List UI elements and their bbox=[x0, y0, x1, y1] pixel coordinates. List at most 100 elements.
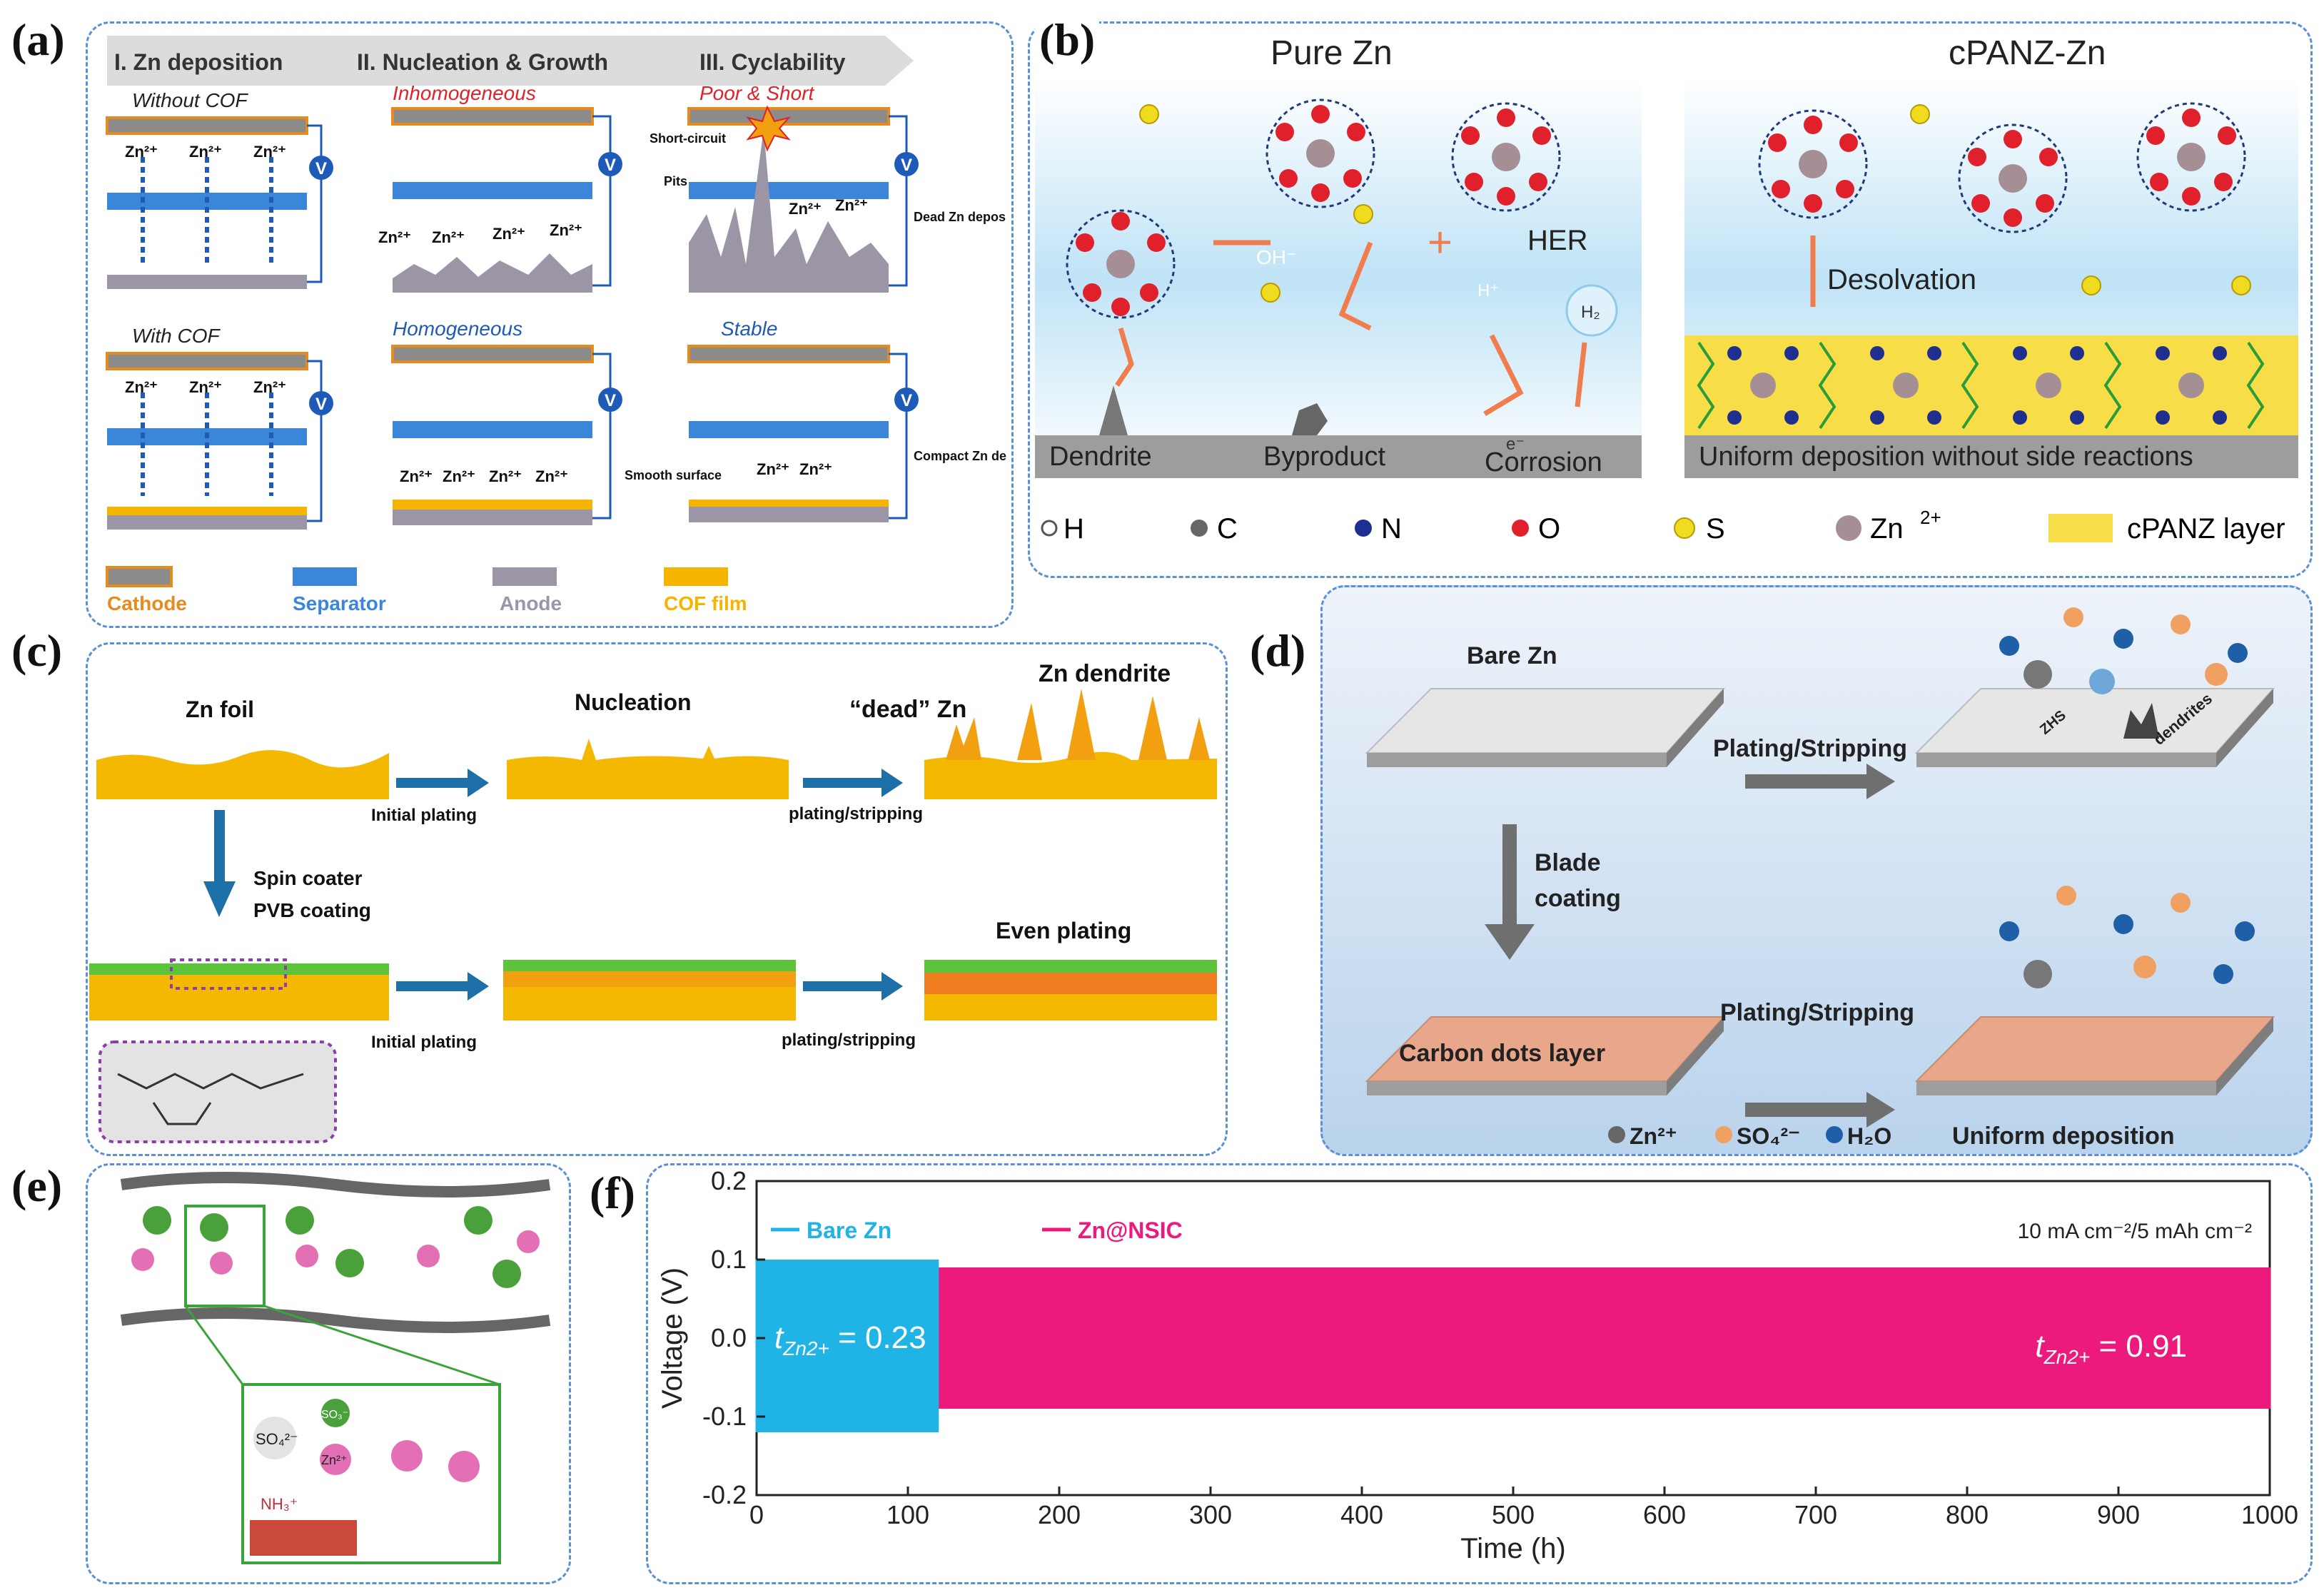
svg-text:Zn²⁺: Zn²⁺ bbox=[125, 378, 158, 396]
ions-d bbox=[1999, 607, 2255, 988]
y-tick-label: 0.0 bbox=[711, 1323, 747, 1352]
y-tick-label: -0.1 bbox=[702, 1402, 747, 1431]
poor-short-title: Poor & Short bbox=[699, 82, 815, 104]
panel-d-label: (d) bbox=[1246, 628, 1310, 674]
nucleated-foil bbox=[507, 739, 789, 799]
legend-anode: Anode bbox=[500, 592, 562, 614]
sulfonate-groups bbox=[143, 1206, 521, 1288]
y-axis-label: Voltage (V) bbox=[657, 1267, 688, 1409]
homogeneous-title: Homogeneous bbox=[393, 318, 522, 340]
cell-a2: V bbox=[391, 107, 622, 293]
bare-zn-slab bbox=[1365, 688, 1726, 754]
cell-a3: V Short-circuit Pits Dead Zn deposits bbox=[650, 105, 1006, 293]
nitrogen-atoms bbox=[1727, 346, 2227, 425]
sulfate-left bbox=[1139, 104, 1373, 303]
dendrite-label: Dendrite bbox=[1049, 442, 1152, 472]
arrow-blade bbox=[1485, 824, 1535, 960]
panel-e-label: (e) bbox=[7, 1163, 67, 1209]
zn-foil bbox=[96, 750, 389, 799]
zn-ions-layer bbox=[1750, 373, 2204, 398]
svg-text:Zn²⁺: Zn²⁺ bbox=[189, 378, 222, 396]
compact-zn-label: Compact Zn deposits bbox=[914, 449, 1006, 463]
h2-bubble bbox=[1565, 284, 1618, 337]
x-tick-label: 100 bbox=[886, 1500, 929, 1529]
legend-entry: Bare Zn bbox=[807, 1217, 891, 1243]
panel-c-diagram: Zn foil Nucleation “dead” Zn Zn dendrite… bbox=[89, 660, 1217, 1143]
panel-f-label: (f) bbox=[585, 1170, 640, 1216]
dead-zn-label: Dead Zn deposits bbox=[914, 210, 1006, 224]
water-left bbox=[1076, 105, 1551, 316]
pvb-layer-3 bbox=[924, 960, 1217, 973]
polymer-top bbox=[120, 1172, 551, 1197]
nh3-label: NH₃⁺ bbox=[261, 1495, 298, 1513]
y-tick-label: 0.1 bbox=[711, 1245, 747, 1274]
panel-f bbox=[646, 1163, 2313, 1584]
svg-text:Zn²⁺: Zn²⁺ bbox=[492, 225, 525, 243]
step-3: III. Cyclability bbox=[699, 49, 846, 75]
uniform-deposition-label: Uniform deposition without side reaction… bbox=[1699, 442, 2193, 472]
transference-annotation: tZn2+ = 0.23 bbox=[774, 1320, 926, 1359]
panel-b-label: (b) bbox=[1035, 17, 1100, 63]
cell-a4: V bbox=[106, 352, 333, 530]
corrosion-label: Corrosion bbox=[1485, 447, 1602, 477]
so4-label: SO₄²⁻ bbox=[256, 1430, 298, 1448]
dendrite-foil bbox=[924, 751, 1217, 799]
dendrites-c bbox=[946, 689, 1210, 760]
carbon-dots-label: Carbon dots layer bbox=[1399, 1040, 1605, 1067]
cpanz-layer bbox=[1684, 335, 2298, 435]
svg-text:V: V bbox=[901, 391, 912, 410]
x-tick-label: 400 bbox=[1340, 1500, 1383, 1529]
zn-ions-e bbox=[131, 1230, 540, 1275]
legend-h: H bbox=[1064, 513, 1084, 545]
pure-zn-title: Pure Zn bbox=[1270, 34, 1393, 72]
x-tick-label: 200 bbox=[1038, 1500, 1081, 1529]
x-tick-label: 900 bbox=[2097, 1500, 2140, 1529]
h-plus-label: H⁺ bbox=[1477, 281, 1499, 300]
smooth-surface-label: Smooth surface bbox=[625, 468, 722, 482]
panel-c-label: (c) bbox=[7, 628, 67, 674]
uniform-slab bbox=[1914, 1016, 2275, 1082]
legend-zn: Zn bbox=[1870, 513, 1904, 545]
plating-stripping-1: plating/stripping bbox=[789, 804, 923, 824]
zoom-box-e bbox=[184, 1205, 266, 1307]
legend-zn-sup: 2+ bbox=[1920, 507, 1941, 528]
x-tick-label: 300 bbox=[1189, 1500, 1232, 1529]
initial-plating-1: Initial plating bbox=[371, 806, 477, 825]
zn-foil-label: Zn foil bbox=[186, 697, 254, 722]
x-tick-label: 800 bbox=[1946, 1500, 1989, 1529]
arrows-c bbox=[203, 769, 903, 1001]
svg-text:SO₄²⁻: SO₄²⁻ bbox=[1737, 1123, 1800, 1149]
x-tick-label: 1000 bbox=[2241, 1500, 2298, 1529]
step-2: II. Nucleation & Growth bbox=[357, 49, 608, 75]
svg-text:V: V bbox=[315, 395, 327, 414]
dendrite-slab bbox=[1914, 688, 2275, 754]
polymer-chains bbox=[1697, 341, 2265, 430]
svg-text:Zn²⁺: Zn²⁺ bbox=[757, 460, 789, 478]
panel-a bbox=[86, 21, 1014, 628]
water-right bbox=[1768, 108, 2236, 227]
svg-text:V: V bbox=[605, 391, 616, 410]
panel-e-diagram: SO₄²⁻ SO₃⁻ Zn²⁺ NH₃⁺ bbox=[120, 1172, 551, 1564]
inhomogeneous-title: Inhomogeneous bbox=[393, 82, 536, 104]
y-tick-label: -0.2 bbox=[702, 1480, 747, 1509]
svg-text:Zn²⁺: Zn²⁺ bbox=[1630, 1123, 1677, 1149]
nh3-surface bbox=[250, 1520, 357, 1556]
sulfate-right bbox=[1910, 104, 2251, 295]
zn-substrate-left bbox=[1035, 435, 1642, 478]
x-tick-label: 0 bbox=[749, 1500, 764, 1529]
svg-text:Zn²⁺: Zn²⁺ bbox=[799, 460, 832, 478]
spin-coater-label: Spin coater bbox=[253, 867, 363, 889]
legend-entry: Zn@NSIC bbox=[1078, 1217, 1183, 1243]
svg-text:H₂O: H₂O bbox=[1847, 1123, 1891, 1149]
arrow-plating-1 bbox=[1745, 764, 1895, 799]
y-tick-label: 0.2 bbox=[711, 1167, 747, 1195]
pits-label: Pits bbox=[664, 174, 687, 188]
panel-a-label: (a) bbox=[7, 17, 69, 63]
plus-sign: + bbox=[1428, 218, 1452, 266]
volt-icon: V bbox=[315, 159, 327, 178]
cell-a1: V bbox=[106, 116, 333, 289]
panel-d-diagram: Bare Zn dendrites ZHS Plating/Stripping … bbox=[1365, 607, 2275, 1150]
initial-plating-2: Initial plating bbox=[371, 1033, 477, 1052]
stable-title: Stable bbox=[721, 318, 777, 340]
